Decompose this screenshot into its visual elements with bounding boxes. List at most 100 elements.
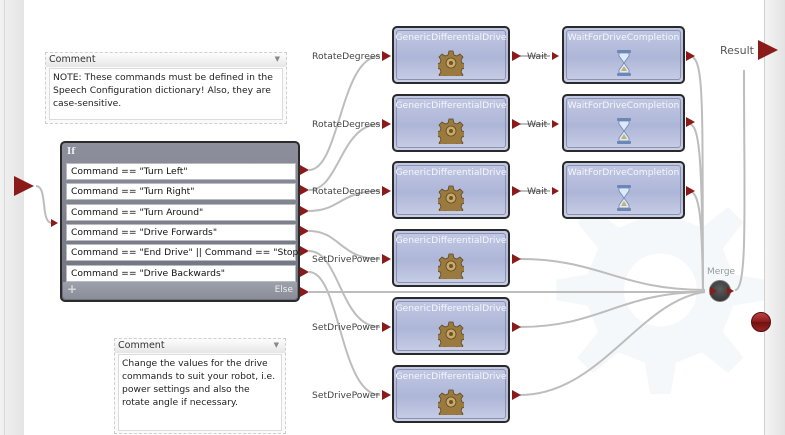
- input-label: RotateDegrees: [312, 119, 381, 130]
- activity-input-pin[interactable]: [382, 390, 391, 400]
- gear-icon: [438, 50, 464, 76]
- else-output-pin[interactable]: [300, 287, 309, 297]
- activity-output-pin[interactable]: [512, 186, 521, 196]
- result-label: Result: [720, 44, 754, 57]
- if-title: If: [67, 147, 76, 157]
- gear-icon: [438, 253, 464, 279]
- chevron-down-icon[interactable]: ▼: [274, 55, 280, 63]
- if-output-pin[interactable]: [300, 185, 309, 195]
- activity-generic-differential-drive[interactable]: GenericDifferentialDrive: [392, 94, 510, 152]
- if-output-pin[interactable]: [300, 165, 309, 175]
- activity-name: GenericDifferentialDrive: [395, 235, 507, 246]
- activity-output-pin[interactable]: [686, 51, 695, 61]
- activity-name: GenericDifferentialDrive: [395, 303, 507, 314]
- if-footer: + Else: [63, 282, 297, 299]
- wire: [519, 291, 706, 328]
- activity-input-pin[interactable]: [382, 51, 391, 61]
- activity-wait-for-drive-completion[interactable]: WaitForDriveCompletion: [562, 161, 685, 219]
- gear-icon: [438, 185, 464, 211]
- wire: [308, 230, 381, 260]
- hourglass-icon: [616, 50, 631, 76]
- comment-header[interactable]: Comment ▼: [46, 53, 286, 67]
- activity-output-pin[interactable]: [512, 322, 521, 332]
- chevron-down-icon[interactable]: ▼: [273, 341, 279, 349]
- activity-name: GenericDifferentialDrive: [395, 32, 507, 43]
- wait-input-pin[interactable]: [552, 120, 559, 128]
- watermark-gear-icon: [556, 186, 765, 394]
- comment-header[interactable]: Comment ▼: [115, 339, 285, 353]
- activity-wait-for-drive-completion[interactable]: WaitForDriveCompletion: [562, 26, 685, 84]
- if-condition[interactable]: Command == "Turn Left": [66, 163, 296, 180]
- activity-input-pin[interactable]: [382, 322, 391, 332]
- input-label: SetDrivePower: [312, 254, 380, 265]
- wire: [688, 123, 704, 291]
- comment-text[interactable]: NOTE: These commands must be defined in …: [49, 68, 283, 120]
- comment-text[interactable]: Change the values for the drive commands…: [118, 354, 282, 431]
- hourglass-icon: [616, 118, 631, 144]
- if-condition[interactable]: Command == "Drive Backwards": [66, 265, 296, 282]
- activity-generic-differential-drive[interactable]: GenericDifferentialDrive: [392, 26, 510, 84]
- comment-box-1[interactable]: Comment ▼ NOTE: These commands must be d…: [45, 52, 287, 124]
- wire: [308, 250, 381, 328]
- activity-name: GenericDifferentialDrive: [395, 167, 507, 178]
- activity-generic-differential-drive[interactable]: GenericDifferentialDrive: [392, 229, 510, 287]
- input-label: SetDrivePower: [312, 390, 380, 401]
- gear-icon: [438, 389, 464, 415]
- workflow-input-pin[interactable]: [14, 176, 34, 196]
- if-condition[interactable]: Command == "Turn Around": [66, 204, 296, 221]
- activity-input-pin[interactable]: [382, 254, 391, 264]
- if-condition[interactable]: Command == "Turn Right": [66, 183, 296, 200]
- activity-output-pin[interactable]: [686, 117, 695, 127]
- activity-name: WaitForDriveCompletion: [567, 32, 680, 43]
- activity-generic-differential-drive[interactable]: GenericDifferentialDrive: [392, 365, 510, 423]
- if-block[interactable]: If Command == "Turn Left" Command == "Tu…: [60, 141, 303, 302]
- activity-output-pin[interactable]: [512, 119, 521, 129]
- hourglass-icon: [616, 185, 631, 211]
- comment-title: Comment: [118, 340, 165, 351]
- if-condition[interactable]: Command == "Drive Forwards": [66, 224, 296, 241]
- comment-title: Comment: [49, 54, 96, 65]
- activity-name: GenericDifferentialDrive: [395, 371, 507, 382]
- wire: [308, 271, 381, 396]
- activity-output-pin[interactable]: [512, 51, 521, 61]
- comment-box-2[interactable]: Comment ▼ Change the values for the driv…: [114, 338, 286, 434]
- gear-icon: [438, 321, 464, 347]
- wait-input-pin[interactable]: [552, 187, 559, 195]
- wait-input-pin[interactable]: [552, 52, 559, 60]
- if-output-pin[interactable]: [300, 206, 309, 216]
- wait-label: Wait: [527, 51, 548, 62]
- input-label: RotateDegrees: [312, 186, 381, 197]
- wait-label: Wait: [527, 186, 548, 197]
- if-output-pin[interactable]: [300, 246, 309, 256]
- if-output-pin[interactable]: [300, 267, 309, 277]
- wire: [519, 291, 706, 396]
- if-input-pin[interactable]: [51, 219, 58, 227]
- activity-generic-differential-drive[interactable]: GenericDifferentialDrive: [392, 297, 510, 355]
- activity-name: WaitForDriveCompletion: [567, 100, 680, 111]
- wait-label: Wait: [527, 119, 548, 130]
- activity-output-pin[interactable]: [512, 390, 521, 400]
- merge-output-pin[interactable]: [727, 287, 734, 295]
- add-condition-button[interactable]: +: [67, 282, 78, 296]
- right-rail: [764, 0, 785, 435]
- activity-name: WaitForDriveCompletion: [567, 167, 680, 178]
- wire: [734, 69, 746, 291]
- activity-input-pin[interactable]: [382, 119, 391, 129]
- input-label: SetDrivePower: [312, 322, 380, 333]
- result-output-pin[interactable]: [758, 40, 778, 60]
- if-output-pin[interactable]: [300, 226, 309, 236]
- activity-input-pin[interactable]: [382, 186, 391, 196]
- wire: [308, 123, 381, 191]
- activity-output-pin[interactable]: [686, 186, 695, 196]
- merge-input-pin[interactable]: [710, 287, 717, 295]
- activity-wait-for-drive-completion[interactable]: WaitForDriveCompletion: [562, 94, 685, 152]
- gear-icon: [438, 118, 464, 144]
- activity-generic-differential-drive[interactable]: GenericDifferentialDrive: [392, 161, 510, 219]
- input-label: RotateDegrees: [312, 51, 381, 62]
- else-label: Else: [274, 285, 293, 295]
- if-condition[interactable]: Command == "End Drive" || Command == "St…: [66, 244, 303, 261]
- end-node[interactable]: [751, 312, 771, 332]
- activity-output-pin[interactable]: [512, 254, 521, 264]
- wire: [35, 185, 53, 224]
